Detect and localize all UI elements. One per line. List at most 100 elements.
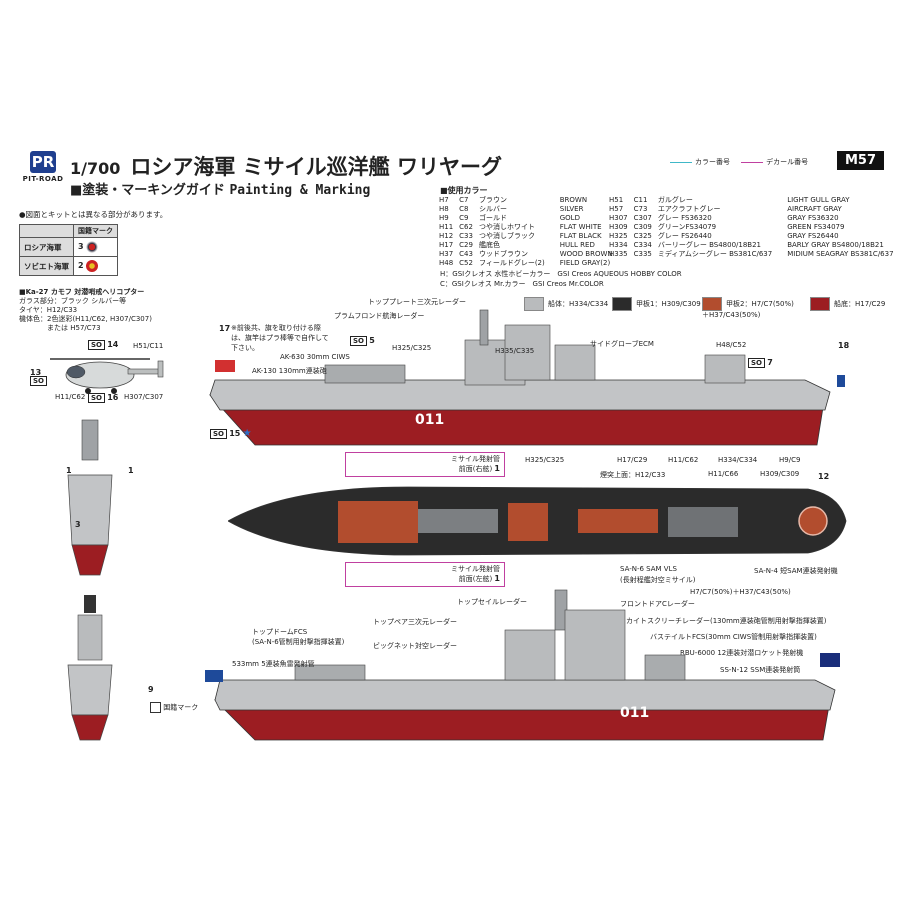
color-cell: C335: [633, 250, 652, 258]
hull-number: 011: [415, 412, 444, 428]
color-cell: ガルグレー: [657, 196, 693, 204]
mark-header: 国籍マーク: [73, 224, 118, 238]
helicopter-drawing: [50, 358, 164, 394]
decal-number: 1: [128, 466, 134, 475]
color-cell: C7: [459, 196, 469, 204]
callout-h11: H11/C62: [668, 456, 699, 464]
decal-number: 5: [369, 336, 375, 345]
callout-ecm: サイドグローブECM: [590, 340, 654, 348]
missile-right-label: ミサイル発射管 前面(右舷): [451, 455, 500, 473]
color-cell: C334: [633, 241, 652, 249]
page-subtitle: ■塗装・マーキングガイド Painting & Marking: [70, 179, 370, 198]
color-cell: H334: [609, 241, 628, 249]
heli-callout: SO 14: [88, 340, 118, 350]
color-cell: GRAY FS26440: [787, 232, 839, 240]
color-cell: シルバー: [478, 205, 507, 213]
color-cell: C9: [459, 214, 469, 222]
color-cell: ウッドブラウン: [478, 250, 528, 258]
color-cell: FLAT WHITE: [559, 223, 602, 231]
color-cell: FIELD GRAY(2): [559, 259, 611, 267]
magenta-line-swatch: [741, 161, 764, 163]
heli-line: タイヤ：H12/C33: [19, 306, 78, 314]
title-text: ロシア海軍 ミサイル巡洋艦 ワリヤーグ: [130, 155, 502, 179]
callout-ak130: AK-130 130mm連装砲: [252, 367, 327, 375]
color-cell: グレー FS26440: [657, 232, 712, 240]
missile-left-box: ミサイル発射管 前面(左舷) 1: [345, 562, 505, 587]
color-cell: C43: [459, 250, 473, 258]
callout-rbu6000: RBU-6000 12連装対潜ロケット発射機: [680, 649, 804, 657]
color-cell: WOOD BROWN: [559, 250, 613, 258]
color-cell: AIRCRAFT GRAY: [787, 205, 842, 213]
callout-top-pair: トップペア三次元レーダー: [373, 618, 457, 626]
heli-callout: SO 16: [88, 393, 118, 403]
swatch-label: 船体：H334/C334: [548, 300, 609, 308]
color-cell: HULL RED: [559, 241, 595, 249]
callout-top-dome: トップドームFCS: [252, 628, 308, 636]
so-badge: SO: [748, 358, 765, 368]
callout-funnel-top: 煙突上面：H12/C33: [600, 471, 666, 479]
callout-h309: H309/C309: [760, 470, 800, 478]
legend-decal-number: デカール番号: [766, 158, 809, 166]
callout-deck2-color: H7/C7(50%)＋H37/C43(50%): [690, 588, 791, 596]
swatch-label: 船底：H17/C29: [834, 300, 886, 308]
callout-sa-n-4: SA-N-4 短SAM連装発射機: [754, 567, 838, 575]
color-cell: H48: [439, 259, 454, 267]
heli-title: ■Ka-27 カモフ 対潜哨戒ヘリコプター: [19, 288, 145, 296]
color-cell: つや消しブラック: [478, 232, 535, 240]
color-cell: C62: [459, 223, 473, 231]
decal-number: 7: [767, 358, 773, 367]
heli-line: 機体色：2色迷彩(H11/C62, H307/C307): [19, 315, 152, 323]
color-row: H37 C43 ウッドブラウン WOOD BROWN: [436, 250, 616, 259]
color-cell: H335: [609, 250, 628, 258]
color-cell: グリーンFS34079: [657, 223, 717, 231]
mark-box-icon: [150, 702, 161, 713]
color-cell: ブラウン: [478, 196, 507, 204]
color-cell: C11: [633, 196, 648, 204]
decal-number: 13: [30, 368, 42, 377]
side-view-top: 011: [209, 309, 845, 446]
color-cell: H325: [609, 232, 628, 240]
callout-front-door: フロントドアCレーダー: [620, 600, 695, 608]
page-title: 1/700 ロシア海軍 ミサイル巡洋艦 ワリヤーグ: [70, 151, 502, 181]
color-cell: BROWN: [559, 196, 588, 204]
callout-h335: H335/C335: [495, 347, 535, 355]
so-badge: SO: [88, 340, 105, 350]
heli-callout: H307/C307: [124, 393, 164, 401]
callout-h11-66: H11/C66: [708, 470, 739, 478]
callout-h325: H325/C325: [392, 344, 432, 352]
scale-label: 1/700: [70, 159, 121, 178]
callout-h17: H17/C29: [617, 456, 648, 464]
color-cell: グレー FS36320: [657, 214, 712, 222]
color-cell: H9: [439, 214, 449, 222]
star-icon: ★: [242, 428, 252, 439]
national-mark-label: 国籍マーク: [163, 703, 199, 712]
color-cell: H11: [439, 223, 454, 231]
color-cell: GRAY FS36320: [787, 214, 839, 222]
callout-top-dome-desc: (SA-N-6管制用射撃指揮装置): [252, 638, 345, 646]
callout-torpedo: 533mm 5連装魚雷発射管: [232, 660, 315, 668]
decal-number: 1: [66, 466, 72, 475]
hull-number: 011: [620, 705, 649, 721]
swatch-color: [612, 297, 632, 311]
heli-callout: H11/C62: [55, 393, 86, 401]
color-cell: C325: [633, 232, 652, 240]
color-cell: H37: [439, 250, 454, 258]
deck-plan: [228, 486, 847, 556]
missile-left-label: ミサイル発射管 前面(左舷): [451, 565, 500, 583]
color-cell: フィールドグレー(2): [478, 259, 545, 267]
so-badge: SO: [350, 336, 367, 346]
pit-road-logo: PR PIT-ROAD: [19, 151, 67, 187]
swatch-label: 甲板2：H7/C7(50%)＋H37/C43(50%): [702, 300, 794, 319]
decal-number: 17: [219, 324, 231, 333]
